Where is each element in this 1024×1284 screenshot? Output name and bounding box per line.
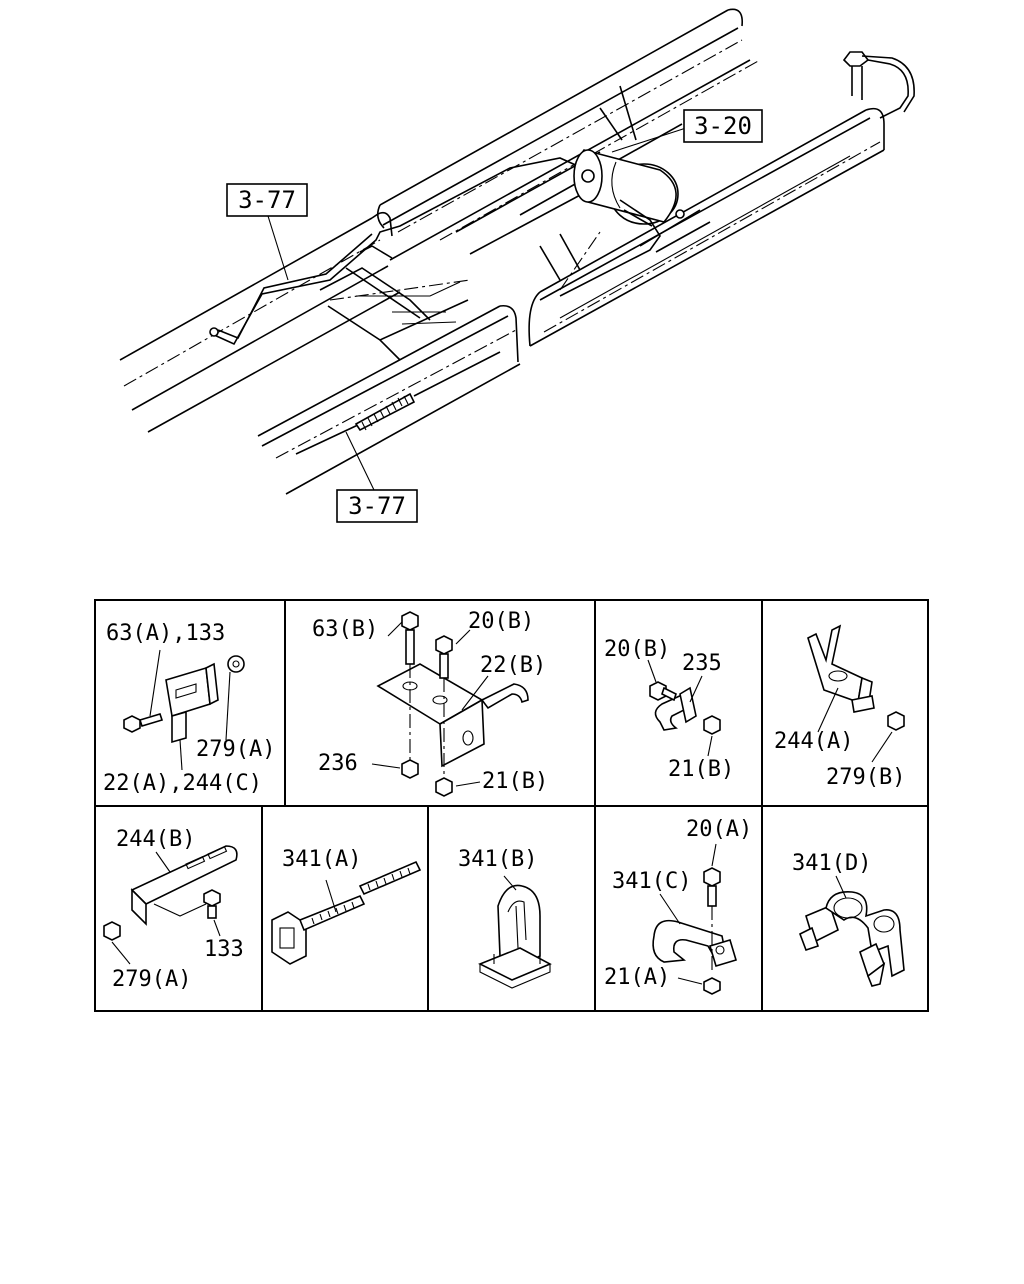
push-clip-icon <box>478 884 552 989</box>
parts-cell-5: 244(B) 133 279(A) <box>103 827 244 992</box>
svg-text:20(B): 20(B) <box>604 637 670 662</box>
bracket-icon <box>376 663 529 768</box>
bolt-icon <box>649 681 677 702</box>
air-tank-icon <box>559 149 685 297</box>
svg-text:133: 133 <box>204 937 244 962</box>
svg-text:22(B): 22(B) <box>480 653 546 678</box>
parts-cell-4: 244(A) 279(B) <box>774 624 905 790</box>
nut-icon <box>401 759 453 797</box>
parts-cell-6: 341(A) <box>271 847 422 965</box>
bolt-icon <box>123 713 164 733</box>
svg-text:279(A): 279(A) <box>196 737 275 762</box>
ref-box-3-20: 3-20 <box>683 109 763 143</box>
svg-text:279(A): 279(A) <box>112 967 191 992</box>
slotted-bracket-icon <box>130 845 238 926</box>
svg-text:63(B): 63(B) <box>312 617 378 642</box>
twin-clamp-icon <box>798 891 905 987</box>
svg-text:244(B): 244(B) <box>116 827 195 852</box>
svg-text:3-77: 3-77 <box>348 492 406 520</box>
cable-spring-icon <box>295 351 501 455</box>
nut-icon <box>103 921 121 941</box>
pipe-union-icon <box>842 51 915 119</box>
svg-text:235: 235 <box>682 651 722 676</box>
svg-text:3-20: 3-20 <box>694 112 752 140</box>
bolt-icon <box>401 611 453 679</box>
ref-box-3-77-upper: 3-77 <box>226 183 308 217</box>
cable-tie-icon <box>271 860 422 965</box>
nut-icon <box>703 977 721 995</box>
nut-icon <box>703 715 721 735</box>
svg-text:244(A): 244(A) <box>774 729 853 754</box>
svg-text:22(A),244(C): 22(A),244(C) <box>103 771 262 796</box>
p-clamp-icon <box>652 919 737 967</box>
clip-icon <box>654 686 697 731</box>
svg-text:21(B): 21(B) <box>668 757 734 782</box>
bolt-icon <box>203 889 221 919</box>
svg-text:341(A): 341(A) <box>282 847 361 872</box>
fork-bracket-icon <box>807 624 873 710</box>
parts-table <box>94 599 929 1012</box>
svg-text:341(C): 341(C) <box>612 869 691 894</box>
parts-cell-2: 63(B) 20(B) 22(B) 236 21(B) <box>312 609 548 797</box>
bolt-icon <box>703 867 721 907</box>
svg-text:21(A): 21(A) <box>604 965 670 990</box>
parts-cell-1: 63(A),133 279(A) 22(A),244(C) <box>103 621 275 796</box>
chassis-view: 3-77 3-20 3-77 <box>119 8 915 523</box>
parts-cell-8: 20(A) 341(C) 21(A) <box>604 817 752 995</box>
parts-cell-7: 341(B) <box>458 847 552 989</box>
bolt-icon <box>851 695 875 713</box>
nut-icon <box>227 655 245 673</box>
svg-text:21(B): 21(B) <box>482 769 548 794</box>
svg-text:3-77: 3-77 <box>238 186 296 214</box>
bracket-plate-icon <box>165 662 219 744</box>
parts-cell-3: 20(B) 235 21(B) <box>604 637 734 782</box>
svg-text:20(B): 20(B) <box>468 609 534 634</box>
ref-box-3-77-lower: 3-77 <box>336 489 418 523</box>
parts-cell-9: 341(D) <box>792 851 905 987</box>
svg-text:236: 236 <box>318 751 358 776</box>
pipe-fitting-icon <box>209 327 219 337</box>
svg-text:341(D): 341(D) <box>792 851 871 876</box>
svg-text:279(B): 279(B) <box>826 765 905 790</box>
nut-icon <box>887 711 905 731</box>
svg-text:63(A),133: 63(A),133 <box>106 621 225 646</box>
svg-text:341(B): 341(B) <box>458 847 537 872</box>
svg-text:20(A): 20(A) <box>686 817 752 842</box>
